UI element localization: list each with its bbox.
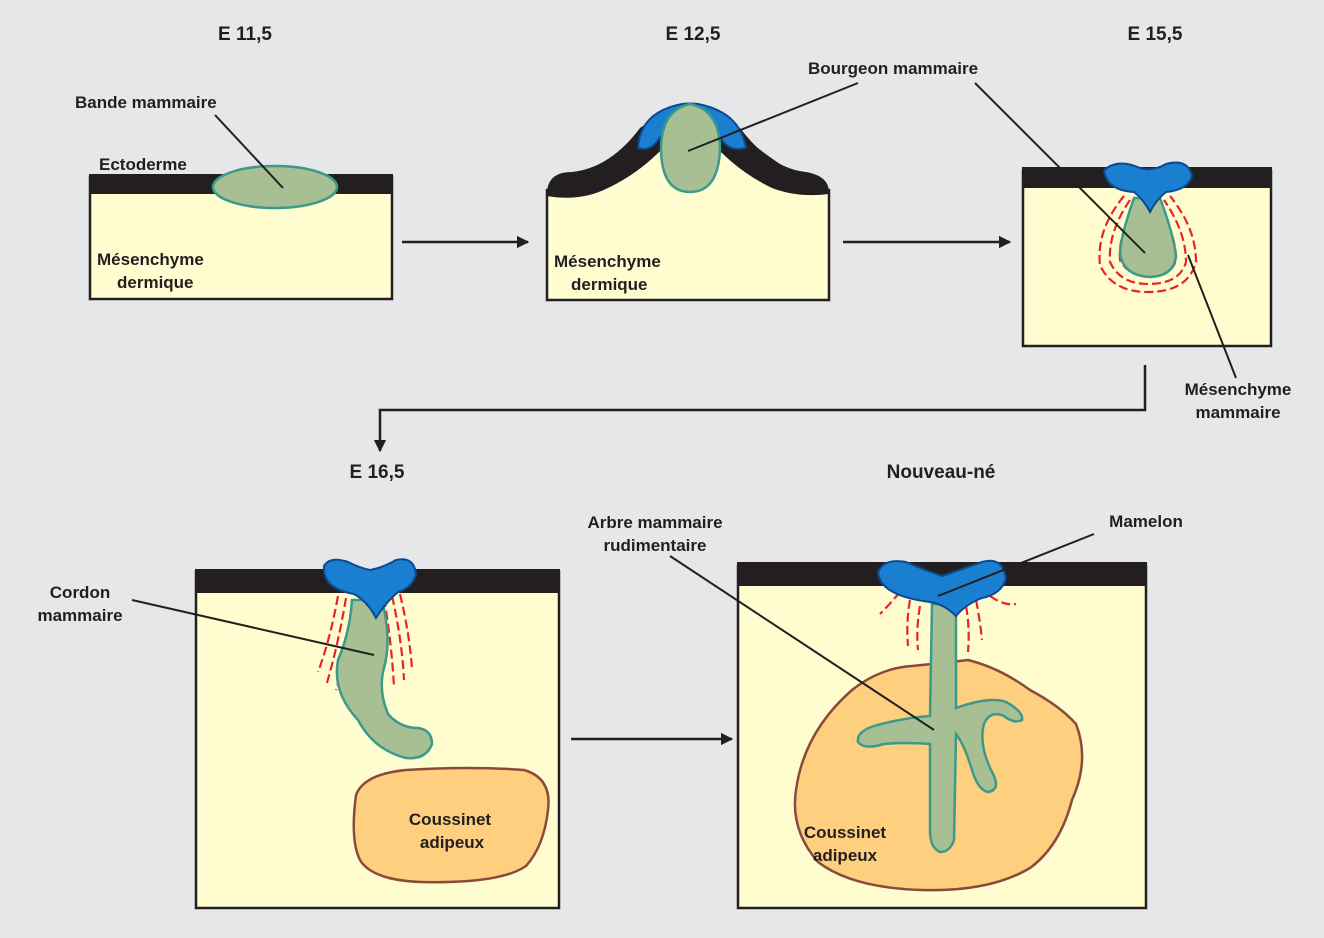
nipple-mesenchyme-l3 <box>916 605 922 651</box>
label-mesenchyme-mammaire-a: Mésenchyme <box>1185 380 1292 399</box>
mammary-mesenchyme-mid <box>1108 199 1188 286</box>
bud-cap <box>1102 161 1194 215</box>
leader-cordon-mammaire <box>131 599 375 656</box>
label-coussinet-2b: adipeux <box>813 846 878 865</box>
nipple <box>876 559 1008 618</box>
label-mesenchyme-dermique-2a: Mésenchyme <box>554 252 661 271</box>
label-mesenchyme-dermique-1a: Mésenchyme <box>97 250 204 269</box>
stage-title-e11-5: E 11,5 <box>218 24 272 45</box>
nipple-cap <box>322 558 418 621</box>
label-mesenchyme-dermique-2b: dermique <box>571 275 648 294</box>
panel-e12-5: Mésenchyme dermique <box>545 82 859 302</box>
label-mesenchyme-mammaire-b: mammaire <box>1195 403 1280 422</box>
panel-e15-5 <box>974 82 1273 379</box>
mammary-mesenchyme-left-1 <box>316 595 340 673</box>
label-mesenchyme-dermique-1b: dermique <box>117 273 194 292</box>
leader-mamelon <box>937 533 1095 597</box>
leader-mesenchyme-mammaire <box>1187 254 1237 379</box>
label-mamelon: Mamelon <box>1109 512 1183 531</box>
panel-e16-5: Coussinet adipeux <box>131 558 561 910</box>
stage-title-e12-5: E 12,5 <box>666 24 721 45</box>
label-coussinet-1b: adipeux <box>420 833 485 852</box>
nipple-mesenchyme-r1 <box>964 605 970 653</box>
nipple-mesenchyme-l2 <box>906 599 912 647</box>
label-cordon-mammaire-b: mammaire <box>37 606 122 625</box>
nipple-mesenchyme-r3 <box>989 595 1017 606</box>
stage-title-e15-5: E 15,5 <box>1128 24 1183 45</box>
leader-arbre-mammaire <box>669 555 935 731</box>
label-coussinet-1a: Coussinet <box>409 810 492 829</box>
arrow-e15-to-e16 <box>373 365 1147 453</box>
panel-newborn: Coussinet adipeux <box>669 533 1148 910</box>
ectoderm-layer <box>546 109 830 198</box>
leader-bourgeon-mammaire <box>687 82 859 152</box>
nipple-mesenchyme-r2 <box>974 599 984 641</box>
mammary-band-placode <box>211 164 339 210</box>
mammary-tree <box>856 602 1024 854</box>
label-arbre-mammaire-a: Arbre mammaire <box>587 513 722 532</box>
label-coussinet-2a: Coussinet <box>804 823 887 842</box>
label-bourgeon-mammaire: Bourgeon mammaire <box>808 59 978 78</box>
mammary-bud <box>1118 196 1178 279</box>
mammary-bud <box>659 102 722 194</box>
label-bande-mammaire: Bande mammaire <box>75 93 217 112</box>
label-cordon-mammaire-a: Cordon <box>50 583 110 602</box>
panel-e11-5: Bande mammaire Ectoderme Mésenchyme derm… <box>75 93 394 301</box>
mammary-mesenchyme-outer <box>1098 195 1198 294</box>
mammary-mesenchyme-right-1 <box>382 597 396 689</box>
mammary-mesenchyme-left-2 <box>324 597 348 687</box>
label-ectoderme: Ectoderme <box>99 155 187 174</box>
fat-pad <box>352 766 550 884</box>
mammary-mesenchyme-right-2 <box>390 595 406 681</box>
stage-title-e16-5: E 16,5 <box>350 462 405 483</box>
leader-bourgeon-e15 <box>974 82 1146 254</box>
mammary-cord <box>335 598 434 760</box>
mammary-mesenchyme-right-3 <box>398 593 414 671</box>
label-arbre-mammaire-b: rudimentaire <box>604 536 707 555</box>
leader-bande-mammaire <box>214 114 284 189</box>
stage-title-newborn: Nouveau-né <box>887 462 996 483</box>
